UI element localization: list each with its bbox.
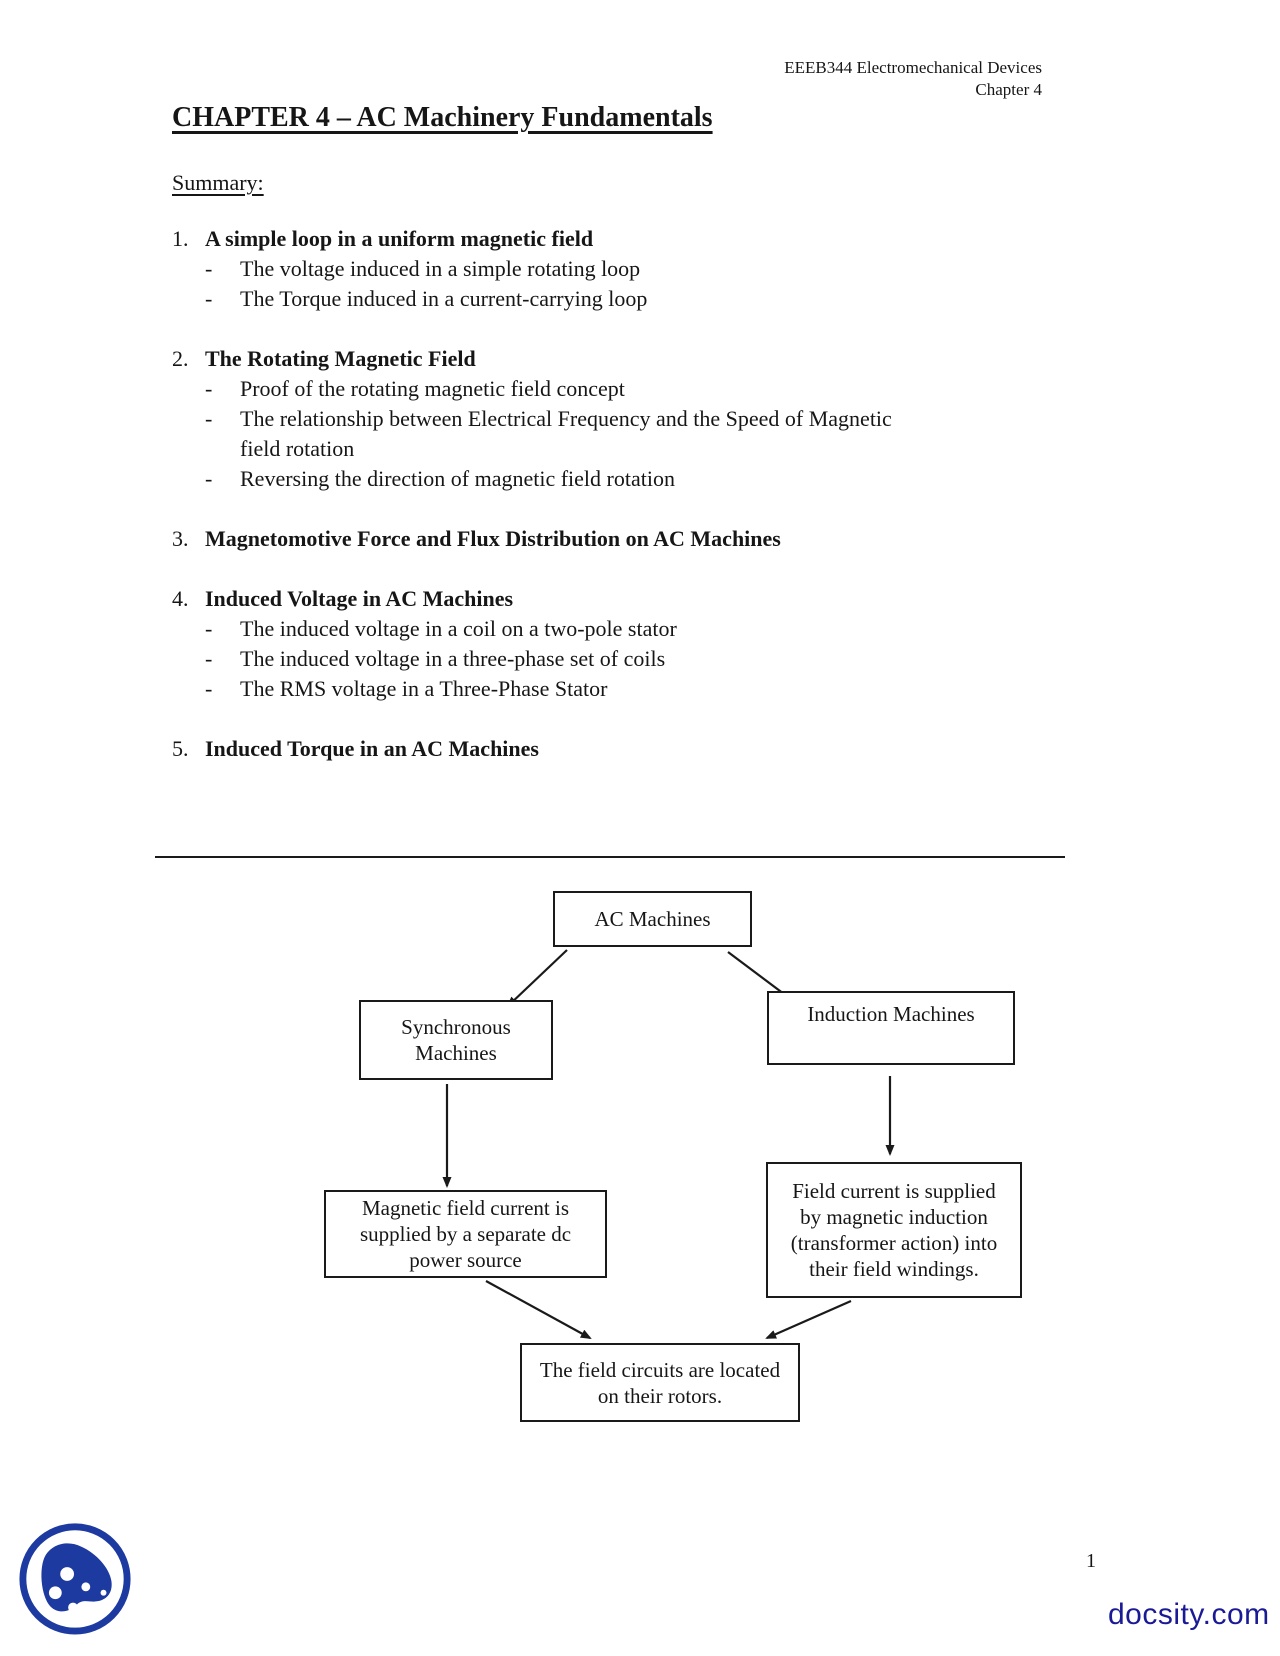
- summary-section-5: 5. Induced Torque in an AC Machines: [172, 734, 1042, 764]
- bullet-dash: -: [205, 406, 213, 431]
- summary-section-4: 4. Induced Voltage in AC Machines - The …: [172, 584, 1042, 704]
- list-item: - Proof of the rotating magnetic field c…: [172, 374, 1042, 404]
- arrow-syncdetail-to-shared: [485, 1280, 592, 1339]
- section-heading-text: Magnetomotive Force and Flux Distributio…: [205, 526, 781, 551]
- section-heading: 2. The Rotating Magnetic Field: [172, 344, 1042, 374]
- section-heading-text: Induced Voltage in AC Machines: [205, 586, 514, 611]
- summary-section-3: 3. Magnetomotive Force and Flux Distribu…: [172, 524, 1042, 554]
- chapter-title: CHAPTER 4 – AC Machinery Fundamentals: [172, 102, 713, 133]
- section-number: 4.: [172, 586, 189, 611]
- section-heading-text: The Rotating Magnetic Field: [205, 346, 476, 371]
- list-item: - The Torque induced in a current-carryi…: [172, 284, 1042, 314]
- list-item: - The relationship between Electrical Fr…: [172, 404, 1042, 464]
- section-divider: [155, 856, 1065, 858]
- section-number: 5.: [172, 736, 189, 761]
- section-heading: 1. A simple loop in a uniform magnetic f…: [172, 224, 1042, 254]
- list-item-text: The relationship between Electrical Freq…: [240, 406, 892, 461]
- section-heading-text: Induced Torque in an AC Machines: [205, 736, 539, 761]
- list-item: - The induced voltage in a coil on a two…: [172, 614, 1042, 644]
- list-item-text: The Torque induced in a current-carrying…: [240, 286, 648, 311]
- list-item-text: The RMS voltage in a Three-Phase Stator: [240, 676, 608, 701]
- bullet-dash: -: [205, 646, 213, 671]
- summary-section-1: 1. A simple loop in a uniform magnetic f…: [172, 224, 1042, 314]
- section-number: 1.: [172, 226, 189, 251]
- bullet-dash: -: [205, 466, 213, 491]
- header-chapter: Chapter 4: [975, 80, 1042, 99]
- flowchart-node-field-circuits: The field circuits are located on their …: [520, 1343, 800, 1422]
- list-item: - The induced voltage in a three-phase s…: [172, 644, 1042, 674]
- section-heading-text: A simple loop in a uniform magnetic fiel…: [205, 226, 594, 251]
- list-item-text: Proof of the rotating magnetic field con…: [240, 376, 625, 401]
- summary-section-2: 2. The Rotating Magnetic Field - Proof o…: [172, 344, 1042, 494]
- docsity-logo-icon: [19, 1523, 131, 1635]
- list-item: - The voltage induced in a simple rotati…: [172, 254, 1042, 284]
- bullet-dash: -: [205, 256, 213, 281]
- summary-list: 1. A simple loop in a uniform magnetic f…: [172, 224, 1042, 794]
- section-number: 3.: [172, 526, 189, 551]
- flowchart-node-ac-machines: AC Machines: [553, 891, 752, 947]
- section-number: 2.: [172, 346, 189, 371]
- section-heading: 3. Magnetomotive Force and Flux Distribu…: [172, 524, 1042, 554]
- flowchart-node-induction-detail: Field current is supplied by magnetic in…: [766, 1162, 1022, 1298]
- section-heading: 5. Induced Torque in an AC Machines: [172, 734, 1042, 764]
- list-item: - Reversing the direction of magnetic fi…: [172, 464, 1042, 494]
- bullet-dash: -: [205, 376, 213, 401]
- bullet-dash: -: [205, 676, 213, 701]
- flowchart-node-induction-machines: Induction Machines: [767, 991, 1015, 1065]
- flowchart-node-synchronous-machines: Synchronous Machines: [359, 1000, 553, 1080]
- flowchart-node-synchronous-detail: Magnetic field current is supplied by a …: [324, 1190, 607, 1278]
- arrow-root-to-synchronous: [506, 949, 568, 1008]
- list-item: - The RMS voltage in a Three-Phase Stato…: [172, 674, 1042, 704]
- section-heading: 4. Induced Voltage in AC Machines: [172, 584, 1042, 614]
- page-number: 1: [1086, 1550, 1096, 1572]
- list-item-text: The voltage induced in a simple rotating…: [240, 256, 641, 281]
- bullet-dash: -: [205, 286, 213, 311]
- summary-label: Summary:: [172, 170, 264, 195]
- list-item-text: Reversing the direction of magnetic fiel…: [240, 466, 675, 491]
- list-item-text: The induced voltage in a coil on a two-p…: [240, 616, 677, 641]
- bullet-dash: -: [205, 616, 213, 641]
- list-item-text: The induced voltage in a three-phase set…: [240, 646, 666, 671]
- page-header: EEEB344 Electromechanical Devices Chapte…: [784, 57, 1042, 101]
- docsity-link[interactable]: docsity.com: [1108, 1598, 1270, 1631]
- header-course: EEEB344 Electromechanical Devices: [784, 58, 1042, 77]
- arrow-inddetail-to-shared: [765, 1299, 852, 1340]
